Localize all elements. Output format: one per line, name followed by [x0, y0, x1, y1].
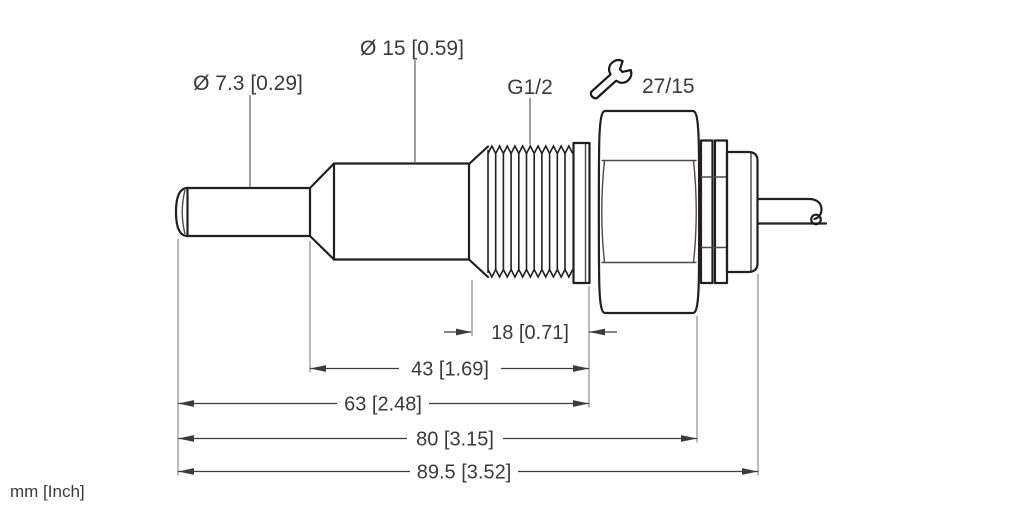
hex-nut [597, 109, 701, 315]
label-wrench-size: 27/15 [642, 75, 695, 98]
dim-text-thread-length: 18 [0.71] [491, 322, 569, 344]
label-tip-diameter: Ø 7.3 [0.29] [193, 72, 303, 95]
cable [756, 197, 828, 226]
dim-arrow-left [456, 328, 472, 336]
label-body-diameter: Ø 15 [0.59] [360, 37, 464, 60]
thread-chamfer [467, 145, 490, 279]
cable-top-line [756, 197, 823, 221]
dim-arrow-right [742, 468, 758, 475]
dimension-thread-length: 18 [0.71] [444, 322, 617, 344]
connector-housing [725, 150, 759, 274]
dimension-overall-length: 89.5 [3.52] [178, 462, 758, 484]
washer-1 [699, 139, 714, 285]
thread-section [467, 141, 591, 285]
washer-2 [713, 139, 729, 285]
thread-crest-bottom [487, 267, 574, 279]
thread-crest-top [487, 144, 574, 156]
washer-detail-lines [701, 176, 727, 249]
dimension-housing-length: 80 [3.15] [178, 429, 697, 451]
hex-flat-lines [601, 159, 697, 264]
probe-tip [174, 186, 312, 238]
taper-cone [308, 162, 336, 261]
dim-text-mount-length: 43 [1.69] [411, 359, 489, 381]
dimension-probe-length: 63 [2.48] [178, 394, 589, 416]
hex-nut-outline [597, 109, 701, 315]
units-note: mm [Inch] [10, 482, 85, 501]
sensor-body [332, 162, 471, 261]
label-thread-spec: G1/2 [507, 76, 553, 99]
dim-arrow-right [681, 435, 697, 442]
extension-lines [177, 239, 759, 476]
wrench-icon [589, 59, 633, 100]
washer-rings [699, 139, 729, 285]
dimension-mount-length: 43 [1.69] [310, 359, 589, 381]
probe-nose-cap [174, 186, 189, 238]
wrench-glyph [589, 59, 633, 100]
hex-chamfer-arcs [601, 160, 697, 263]
dim-arrow-right [573, 400, 589, 407]
thread-root-lines [494, 153, 566, 270]
probe-nose-contour [181, 189, 186, 235]
dim-text-housing-length: 80 [3.15] [416, 429, 494, 451]
leader-lines [249, 60, 531, 187]
dim-text-overall-length: 89.5 [3.52] [417, 462, 512, 484]
dim-arrow-right [573, 365, 589, 372]
device-outline [174, 109, 828, 315]
housing-outline [725, 150, 759, 274]
dim-text-probe-length: 63 [2.48] [344, 394, 422, 416]
probe-tube [185, 186, 312, 238]
thread-runout-collar [572, 141, 591, 285]
